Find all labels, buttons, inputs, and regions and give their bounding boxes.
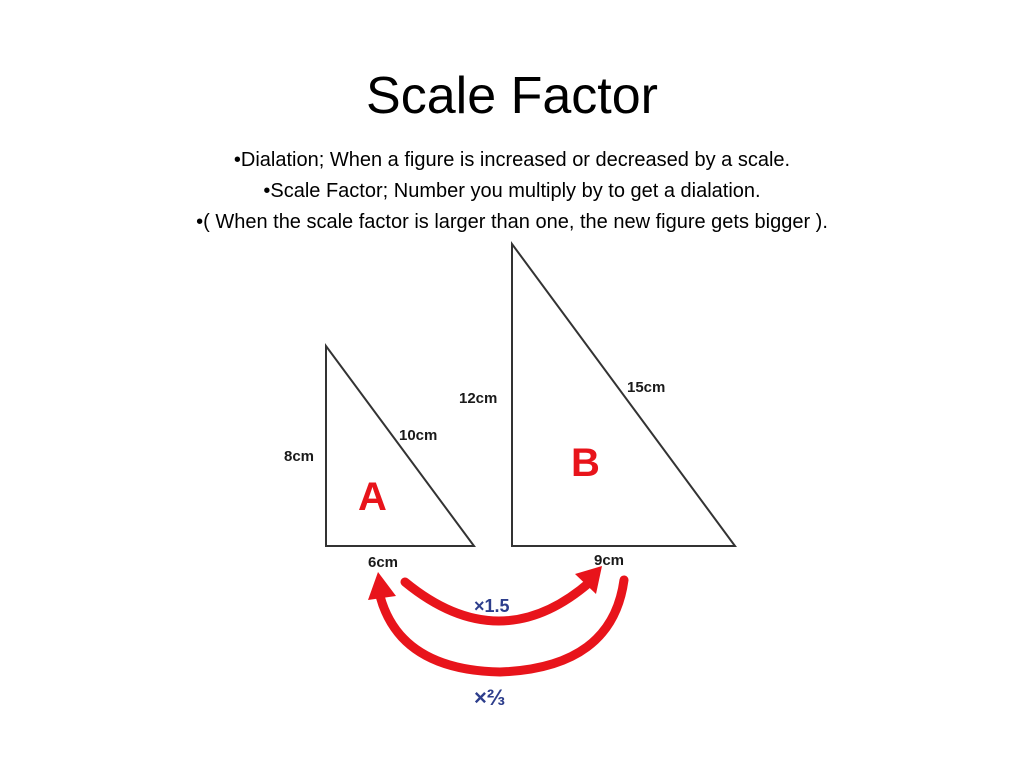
triangle-a-base-label: 6cm <box>368 554 398 571</box>
triangle-b-outline <box>511 240 737 547</box>
scale-up-arrowhead <box>575 566 602 594</box>
slide-title: Scale Factor <box>366 67 658 125</box>
scale-up-arrow <box>400 577 595 626</box>
scale-up-multiplier: ×1.5 <box>474 596 510 616</box>
bullet-scale-factor-definition: •Scale Factor; Number you multiply by to… <box>263 180 761 202</box>
triangle-a-height-label: 8cm <box>284 448 314 465</box>
scale-down-arrowhead <box>368 572 396 600</box>
bullet-dialation-definition: •Dialation; When a figure is increased o… <box>233 149 791 171</box>
bullet-list: •Dialation; When a figure is increased o… <box>0 145 1024 238</box>
triangle-b-letter: B <box>571 441 600 485</box>
triangle-b-height-label: 12cm <box>459 390 497 407</box>
scale-down-multiplier: ×⅔ <box>474 685 505 710</box>
triangle-a-letter: A <box>358 475 387 519</box>
bullet-scale-factor-note: •( When the scale factor is larger than … <box>196 211 828 233</box>
scale-down-arrow <box>375 575 629 677</box>
triangle-b-base-label: 9cm <box>594 552 624 569</box>
triangle-a-outline <box>325 342 476 547</box>
triangle-a-hypotenuse-label: 10cm <box>399 427 437 444</box>
triangle-b-hypotenuse-label: 15cm <box>627 379 665 396</box>
